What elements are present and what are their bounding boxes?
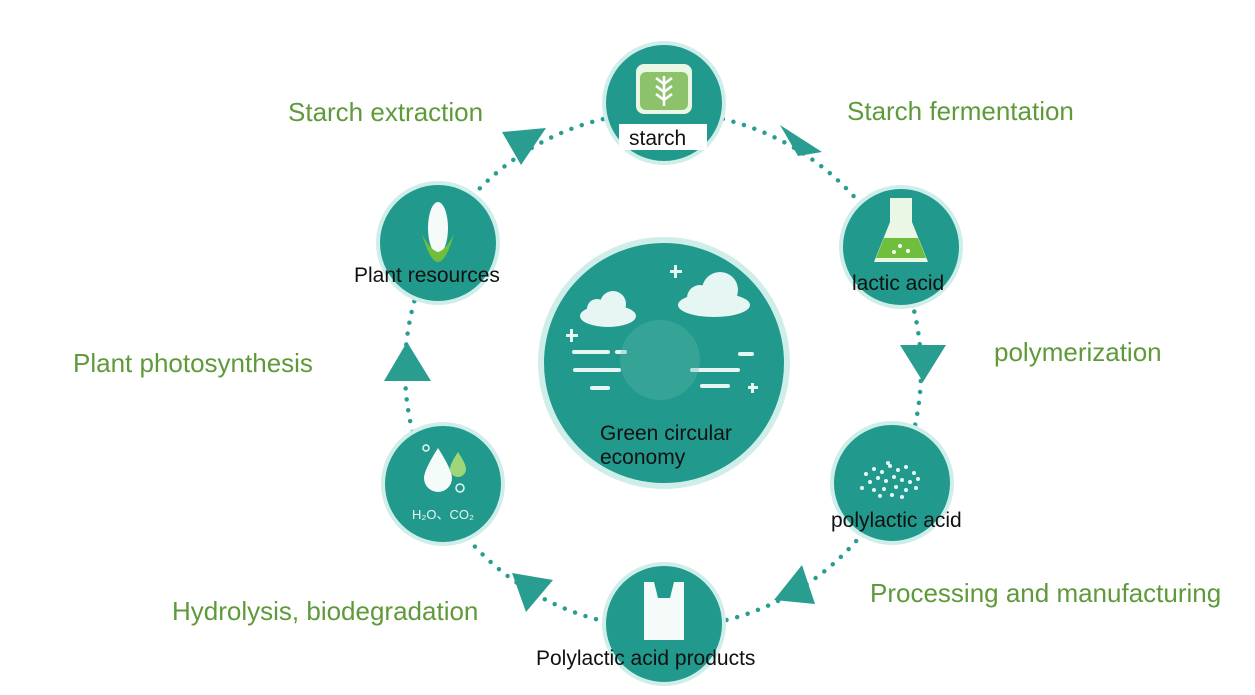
arrow-icon — [780, 125, 822, 156]
step-label-starch-fermentation: Starch fermentation — [847, 96, 1074, 126]
arrow-icon — [900, 345, 946, 382]
step-label-starch-extraction: Starch extraction — [288, 97, 484, 127]
corn-icon — [422, 202, 454, 262]
step-label-plant-photosynthesis: Plant photosynthesis — [73, 348, 313, 378]
node-label-polylactic-acid: polylactic acid — [831, 509, 962, 532]
center-label: Green circular economy — [600, 422, 732, 469]
center-node — [538, 237, 790, 489]
flask-icon — [874, 198, 928, 262]
arrow-icon — [512, 573, 553, 612]
node-plant-resources — [376, 181, 500, 305]
bag-icon — [644, 582, 684, 640]
step-label-hydrolysis-biodegradation: Hydrolysis, biodegradation — [172, 596, 479, 626]
arrow-icon — [774, 565, 815, 604]
arrow-icon — [384, 342, 431, 381]
step-label-polymerization: polymerization — [994, 337, 1162, 367]
node-polylactic-acid — [830, 421, 954, 545]
node-lactic-acid — [839, 185, 963, 309]
node-label-polylactic-acid-products: Polylactic acid products — [536, 647, 756, 670]
water-drop-icon — [422, 444, 466, 493]
node-label-starch: starch — [629, 127, 687, 150]
node-starch — [602, 41, 726, 165]
node-water-co2-label: H₂O、CO₂ — [412, 507, 474, 522]
node-polylactic-acid-products — [602, 562, 726, 686]
arrow-icon — [502, 128, 546, 165]
node-label-plant-resources: Plant resources — [354, 264, 500, 287]
step-label-processing-and-manufacturing: Processing and manufacturing — [870, 578, 1222, 608]
node-water-co2: H₂O、CO₂ — [381, 422, 505, 546]
pellets-icon — [860, 461, 920, 499]
node-label-lactic-acid: lactic acid — [852, 272, 945, 295]
grain-sack-icon — [636, 64, 692, 114]
clouds-icon — [566, 265, 758, 393]
